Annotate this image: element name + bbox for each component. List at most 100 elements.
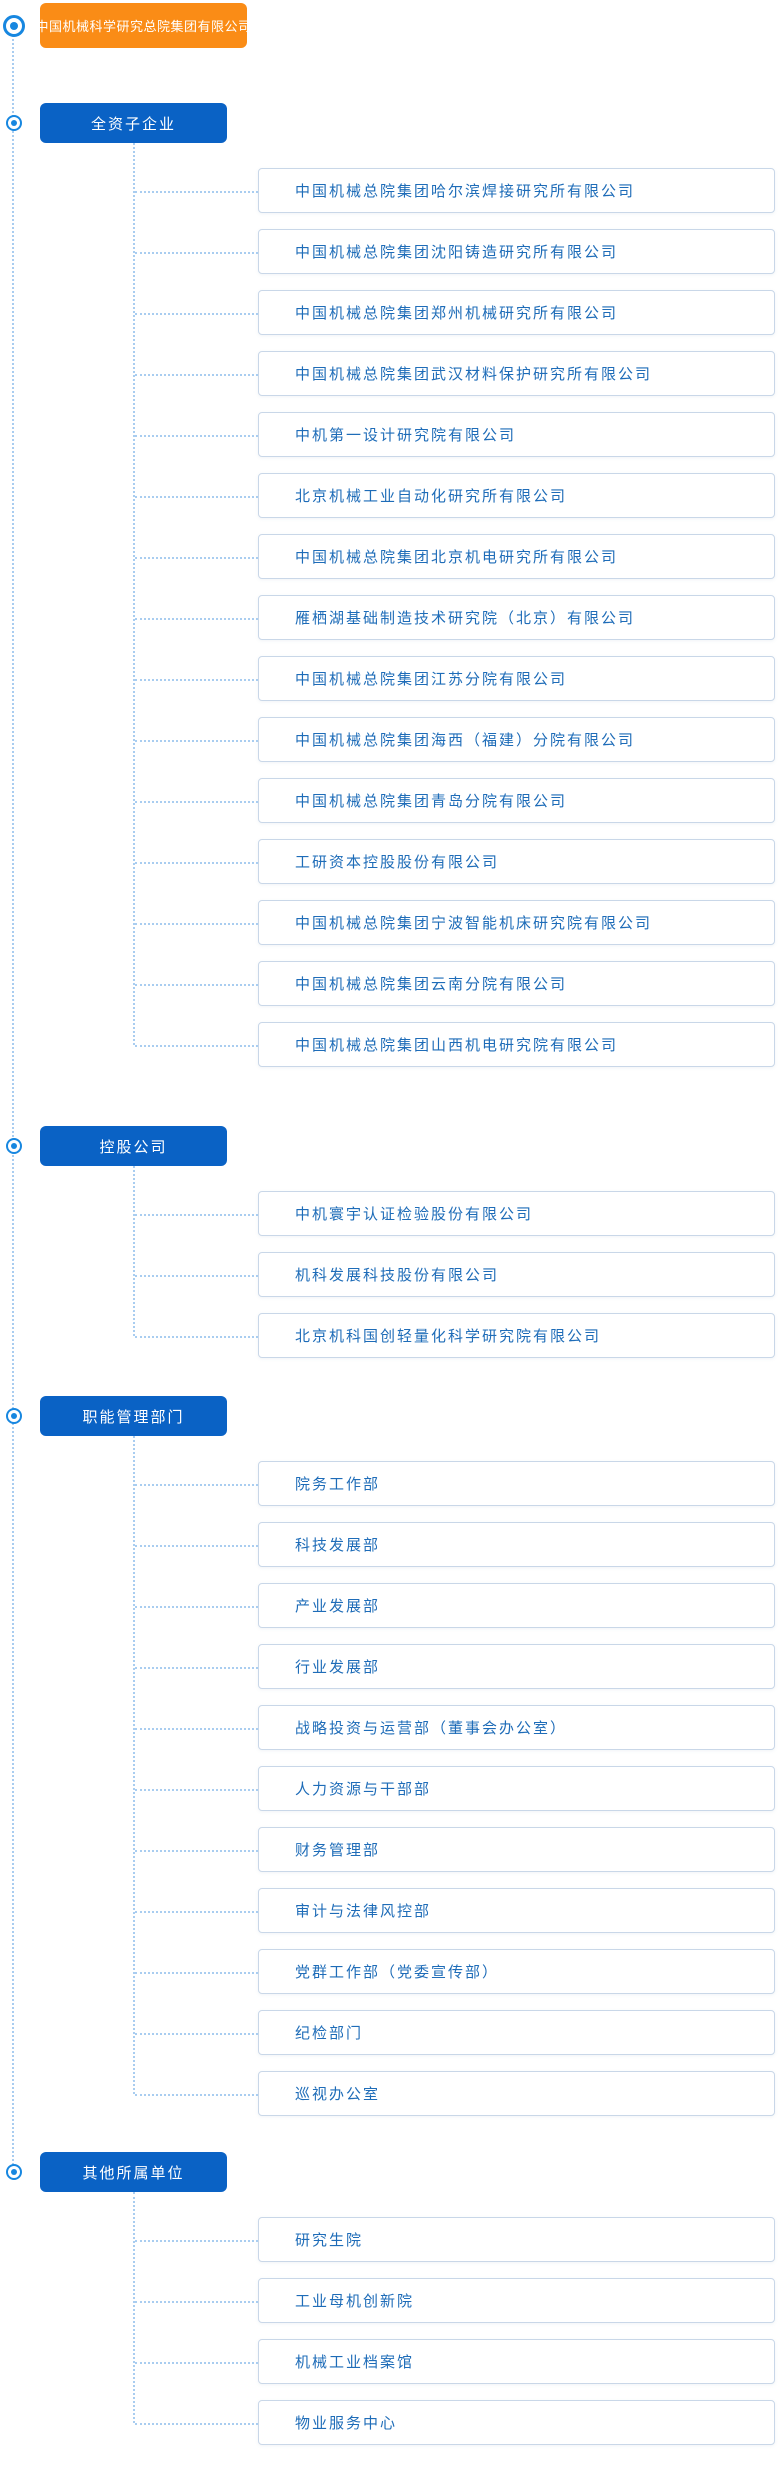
bullseye-dot (11, 120, 17, 126)
section-header: 职能管理部门 (6, 1396, 227, 1436)
bullseye-icon (3, 14, 25, 37)
org-item-box: 行业发展部 (135, 1644, 775, 1689)
section-1: 全资子企业 中国机械总院集团哈尔滨焊接研究所有限公司 中国机械总院集团沈阳铸造研… (6, 103, 779, 1067)
org-item-box: 中国机械总院集团海西（福建）分院有限公司 (135, 717, 775, 762)
item-label: 雁栖湖基础制造技术研究院（北京）有限公司 (295, 610, 636, 627)
org-item-box: 科技发展部 (135, 1522, 775, 1567)
item-label: 物业服务中心 (295, 2415, 398, 2432)
org-item-box: 北京机科国创轻量化科学研究院有限公司 (135, 1313, 775, 1358)
item-label: 中国机械总院集团哈尔滨焊接研究所有限公司 (295, 183, 636, 200)
org-item-box: 中国机械总院集团宁波智能机床研究院有限公司 (135, 900, 775, 945)
org-item-box: 财务管理部 (135, 1827, 775, 1872)
org-item-box: 工研资本控股股份有限公司 (135, 839, 775, 884)
org-item-box: 中机第一设计研究院有限公司 (135, 412, 775, 457)
bullseye-icon (6, 2164, 22, 2180)
item-label: 巡视办公室 (295, 2086, 381, 2103)
item-label: 中国机械总院集团北京机电研究所有限公司 (295, 549, 619, 566)
section-items: 中机寰宇认证检验股份有限公司 机科发展科技股份有限公司 北京机科国创轻量化科学研… (135, 1166, 779, 1358)
org-item-box: 中国机械总院集团北京机电研究所有限公司 (135, 534, 775, 579)
item-label: 中国机械总院集团青岛分院有限公司 (295, 793, 568, 810)
bullseye-dot (11, 1413, 17, 1419)
org-item-box: 工业母机创新院 (135, 2278, 775, 2323)
section-items: 研究生院 工业母机创新院 机械工业档案馆 物业服务中心 (135, 2192, 779, 2445)
section-4: 其他所属单位 研究生院 工业母机创新院 机械工业档案馆 物业服务中心 (6, 2152, 779, 2445)
item-label: 工研资本控股股份有限公司 (295, 854, 500, 871)
section-items: 中国机械总院集团哈尔滨焊接研究所有限公司 中国机械总院集团沈阳铸造研究所有限公司… (135, 143, 779, 1067)
org-item-box: 产业发展部 (135, 1583, 775, 1628)
org-item-box: 中国机械总院集团云南分院有限公司 (135, 961, 775, 1006)
org-item-box: 中国机械总院集团青岛分院有限公司 (135, 778, 775, 823)
item-label: 中国机械总院集团宁波智能机床研究院有限公司 (295, 915, 653, 932)
org-item-box: 中机寰宇认证检验股份有限公司 (135, 1191, 775, 1236)
item-label: 财务管理部 (295, 1842, 381, 1859)
item-label: 工业母机创新院 (295, 2293, 415, 2310)
item-label: 中国机械总院集团云南分院有限公司 (295, 976, 568, 993)
item-label: 中机第一设计研究院有限公司 (295, 427, 517, 444)
branch-connector (133, 2192, 135, 2423)
branch-connector (133, 1166, 135, 1336)
org-item-box: 机械工业档案馆 (135, 2339, 775, 2384)
org-item-box: 审计与法律风控部 (135, 1888, 775, 1933)
section-2: 控股公司 中机寰宇认证检验股份有限公司 机科发展科技股份有限公司 北京机科国创轻… (6, 1126, 779, 1358)
org-item-box: 北京机械工业自动化研究所有限公司 (135, 473, 775, 518)
org-item-box: 战略投资与运营部（董事会办公室） (135, 1705, 775, 1750)
org-item-box: 中国机械总院集团江苏分院有限公司 (135, 656, 775, 701)
item-label: 中国机械总院集团江苏分院有限公司 (295, 671, 568, 688)
item-label: 院务工作部 (295, 1476, 381, 1493)
item-label: 中国机械总院集团郑州机械研究所有限公司 (295, 305, 619, 322)
section-label: 其他所属单位 (82, 2164, 185, 2182)
item-label: 人力资源与干部部 (295, 1781, 432, 1798)
branch-connector (133, 1436, 135, 2094)
section-header: 控股公司 (6, 1126, 227, 1166)
branch-connector (133, 143, 135, 1045)
item-label: 纪检部门 (295, 2025, 364, 2042)
bullseye-icon (6, 115, 22, 131)
bullseye-dot (11, 1143, 17, 1149)
org-item-box: 纪检部门 (135, 2010, 775, 2055)
item-label: 审计与法律风控部 (295, 1903, 432, 1920)
org-item-box: 研究生院 (135, 2217, 775, 2262)
org-item-box: 中国机械总院集团武汉材料保护研究所有限公司 (135, 351, 775, 396)
item-label: 科技发展部 (295, 1537, 381, 1554)
org-item-box: 中国机械总院集团哈尔滨焊接研究所有限公司 (135, 168, 775, 213)
item-label: 北京机械工业自动化研究所有限公司 (295, 488, 568, 505)
spine-connector (12, 26, 14, 2173)
section-header: 其他所属单位 (6, 2152, 227, 2192)
item-label: 行业发展部 (295, 1659, 381, 1676)
item-label: 北京机科国创轻量化科学研究院有限公司 (295, 1328, 602, 1345)
item-label: 战略投资与运营部（董事会办公室） (295, 1720, 568, 1737)
org-item-box: 中国机械总院集团沈阳铸造研究所有限公司 (135, 229, 775, 274)
item-label: 中机寰宇认证检验股份有限公司 (295, 1206, 534, 1223)
item-label: 机械工业档案馆 (295, 2354, 415, 2371)
item-label: 中国机械总院集团山西机电研究院有限公司 (295, 1037, 619, 1054)
item-label: 产业发展部 (295, 1598, 381, 1615)
root-node-label: 中国机械科学研究总院集团有限公司 (35, 19, 252, 34)
bullseye-dot (11, 2169, 17, 2175)
bullseye-icon (6, 1138, 22, 1154)
org-item-box: 中国机械总院集团山西机电研究院有限公司 (135, 1022, 775, 1067)
org-item-box: 党群工作部（党委宣传部） (135, 1949, 775, 1994)
item-label: 研究生院 (295, 2232, 364, 2249)
org-item-box: 机科发展科技股份有限公司 (135, 1252, 775, 1297)
bullseye-icon (6, 1408, 22, 1424)
org-item-box: 巡视办公室 (135, 2071, 775, 2116)
section-header: 全资子企业 (6, 103, 227, 143)
item-label: 中国机械总院集团海西（福建）分院有限公司 (295, 732, 636, 749)
org-item-box: 院务工作部 (135, 1461, 775, 1506)
section-label: 全资子企业 (90, 115, 176, 133)
section-label: 控股公司 (99, 1138, 168, 1156)
section-items: 院务工作部 科技发展部 产业发展部 行业发展部 战略投资与运营部（董事会办公室）… (135, 1436, 779, 2116)
org-item-box: 雁栖湖基础制造技术研究院（北京）有限公司 (135, 595, 775, 640)
org-item-box: 人力资源与干部部 (135, 1766, 775, 1811)
section-3: 职能管理部门 院务工作部 科技发展部 产业发展部 行业发展部 战略投资与运营部（… (6, 1396, 779, 2116)
org-item-box: 中国机械总院集团郑州机械研究所有限公司 (135, 290, 775, 335)
root-node: 中国机械科学研究总院集团有限公司 (3, 3, 779, 48)
item-label: 党群工作部（党委宣传部） (295, 1964, 500, 1981)
bullseye-dot (10, 21, 18, 30)
item-label: 中国机械总院集团武汉材料保护研究所有限公司 (295, 366, 653, 383)
org-item-box: 物业服务中心 (135, 2400, 775, 2445)
item-label: 中国机械总院集团沈阳铸造研究所有限公司 (295, 244, 619, 261)
item-label: 机科发展科技股份有限公司 (295, 1267, 500, 1284)
root-node-box: 中国机械科学研究总院集团有限公司 (36, 3, 251, 48)
